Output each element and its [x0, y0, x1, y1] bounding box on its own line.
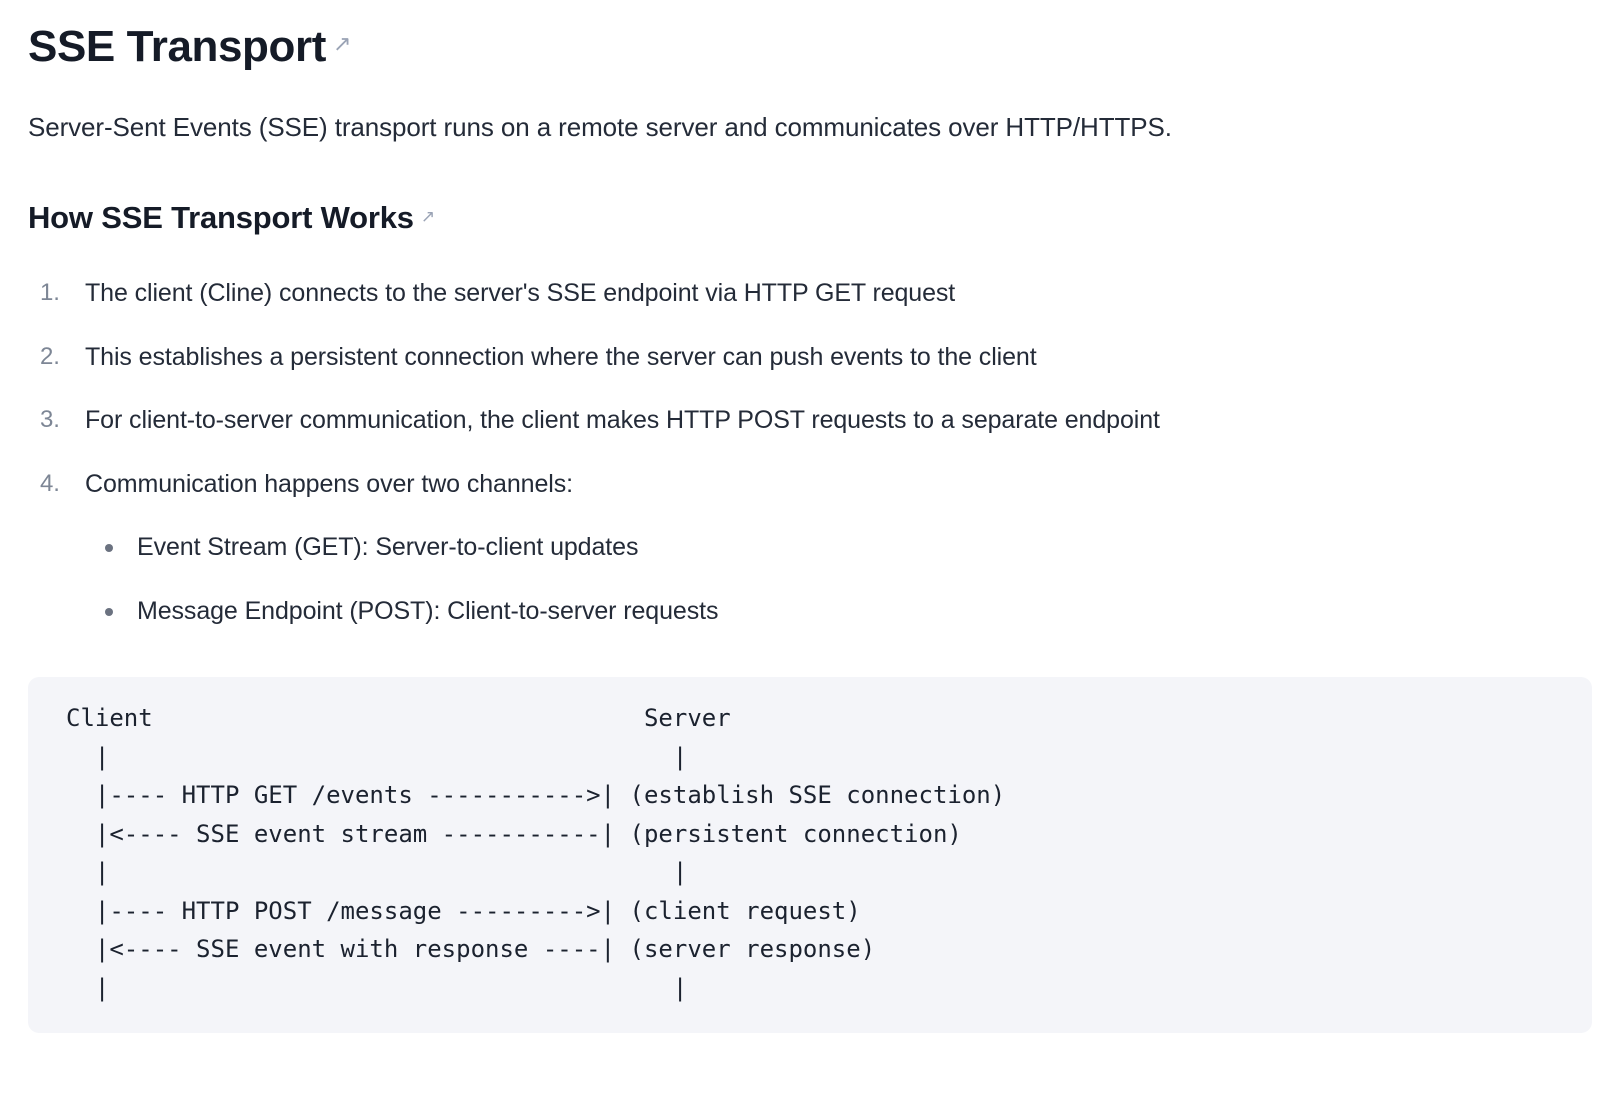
code-block: Client Server | | |---- HTTP GET /events…: [28, 677, 1592, 1034]
bullet-icon: [105, 607, 113, 616]
ascii-sequence-diagram: Client Server | | |---- HTTP GET /events…: [66, 704, 1006, 1002]
intro-paragraph: Server-Sent Events (SSE) transport runs …: [28, 112, 1172, 143]
bullet-icon: [105, 543, 113, 552]
steps-list: 1. The client (Cline) connects to the se…: [28, 236, 1592, 629]
list-marker: 3.: [40, 406, 60, 434]
list-item: 3. For client-to-server communication, t…: [28, 404, 1592, 438]
section-heading-text: How SSE Transport Works: [28, 200, 414, 236]
list-item-text: Message Endpoint (POST): Client-to-serve…: [137, 596, 719, 625]
list-marker: 2.: [40, 342, 60, 370]
external-link-arrow-icon[interactable]: ↗: [333, 31, 352, 56]
list-item: 2. This establishes a persistent connect…: [28, 341, 1592, 375]
section-heading: How SSE Transport Works ↗: [28, 147, 1592, 236]
list-item-text: Communication happens over two channels:: [85, 470, 573, 499]
page-title-text: SSE Transport: [28, 22, 326, 71]
list-marker: 4.: [40, 470, 60, 498]
list-item: Event Stream (GET): Server-to-client upd…: [85, 531, 1592, 565]
list-item: Message Endpoint (POST): Client-to-serve…: [85, 595, 1592, 629]
list-item: 1. The client (Cline) connects to the se…: [28, 277, 1592, 311]
page-title: SSE Transport ↗: [28, 0, 1592, 71]
list-item-text: The client (Cline) connects to the serve…: [85, 278, 956, 307]
list-marker: 1.: [40, 278, 60, 306]
channels-list: Event Stream (GET): Server-to-client upd…: [85, 502, 1592, 629]
list-item-text: Event Stream (GET): Server-to-client upd…: [137, 532, 639, 561]
list-item-text: This establishes a persistent connection…: [85, 342, 1037, 371]
external-link-arrow-icon[interactable]: ↗: [420, 207, 435, 227]
list-item: 4. Communication happens over two channe…: [28, 468, 1592, 628]
list-item-text: For client-to-server communication, the …: [85, 406, 1160, 435]
